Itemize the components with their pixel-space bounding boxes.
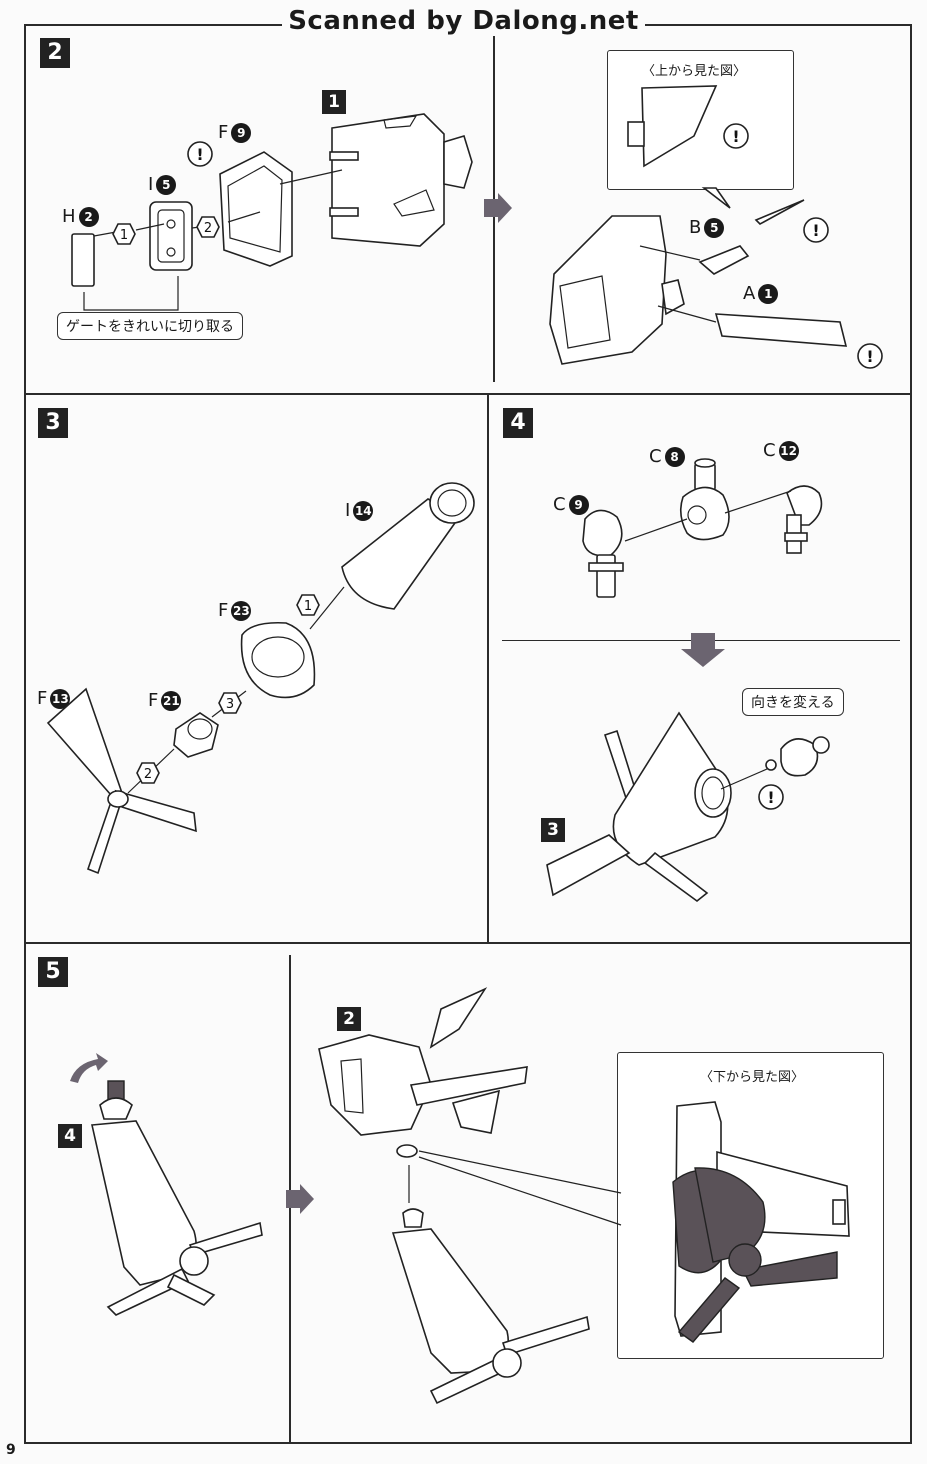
- part-F13: [46, 687, 197, 875]
- rotate-arrow-icon: [70, 1053, 108, 1083]
- part-H2: [71, 233, 95, 287]
- part-number: 1: [758, 284, 779, 304]
- part-number: 2: [78, 207, 99, 227]
- part-number: 13: [50, 689, 71, 709]
- ref-step-4: 4: [58, 1124, 82, 1148]
- step3-assembly: [546, 711, 732, 903]
- part-number: 14: [353, 501, 374, 521]
- part-F21: [173, 712, 219, 758]
- order-marker-1: 1: [296, 594, 320, 616]
- ref-step-1: 1: [322, 90, 346, 114]
- svg-text:!: !: [812, 221, 819, 240]
- warning-icon: !: [857, 343, 883, 369]
- divider-row2: [24, 942, 912, 944]
- step-number-2: 2: [40, 38, 70, 68]
- part-number: 12: [778, 441, 799, 461]
- step-number-5: 5: [38, 957, 68, 987]
- svg-text:2: 2: [144, 767, 152, 782]
- order-marker-2: 2: [136, 762, 160, 784]
- svg-text:!: !: [732, 127, 739, 146]
- bottom-view-label: 〈下から見た図〉: [700, 1070, 805, 1085]
- step3-diagram: [46, 482, 475, 875]
- change-direction-note: 向きを変える: [742, 688, 844, 716]
- page-number: 9: [6, 1442, 16, 1458]
- part-number: 9: [231, 123, 252, 143]
- warning-icon: !: [758, 784, 784, 810]
- step5-right-diagram: [318, 987, 622, 1405]
- part-number: 21: [161, 691, 182, 711]
- step-number-3: 3: [38, 408, 68, 438]
- svg-text:3: 3: [226, 697, 234, 712]
- order-marker-3: 3: [218, 692, 242, 714]
- svg-text:!: !: [196, 145, 203, 164]
- watermark: Scanned by Dalong.net: [0, 6, 927, 36]
- top-view-label: 〈上から見た図〉: [642, 64, 747, 79]
- arrow-down-icon: [681, 633, 725, 667]
- step2-right-diagram: ! ! !: [549, 85, 883, 369]
- warning-icon: !: [187, 141, 213, 167]
- svg-text:!: !: [767, 788, 774, 807]
- step-number-4: 4: [503, 408, 533, 438]
- svg-text:!: !: [866, 347, 873, 366]
- svg-text:2: 2: [204, 221, 212, 236]
- part-number: 5: [704, 218, 725, 238]
- arrow-right-icon: [484, 193, 512, 223]
- part-I5: [149, 201, 193, 271]
- part-B5-blade: [754, 199, 805, 225]
- step4-diagram: !: [546, 458, 830, 903]
- divider-row1: [24, 393, 912, 395]
- part-B5: [698, 245, 750, 275]
- part-number: 8: [664, 447, 685, 467]
- part-A1: [714, 313, 848, 347]
- svg-text:1: 1: [120, 228, 128, 243]
- warning-icon: !: [803, 217, 829, 243]
- divider-step3-4: [487, 393, 489, 943]
- part-number: 23: [231, 601, 252, 621]
- ref-step-2: 2: [337, 1007, 361, 1031]
- step5-left-diagram: [70, 1053, 263, 1316]
- order-marker-1: 1: [112, 223, 136, 245]
- bottom-view-diagram: [672, 1101, 850, 1343]
- arrow-right-icon: [286, 1184, 314, 1214]
- part-assembly-head: [549, 215, 667, 365]
- ref-step-3: 3: [541, 818, 565, 842]
- gate-cut-note: ゲートをきれいに切り取る: [57, 312, 243, 340]
- part-C8: [679, 486, 730, 541]
- part-F23: [240, 621, 316, 699]
- part-number: 9: [568, 495, 589, 515]
- svg-text:1: 1: [304, 599, 312, 614]
- step2-left-diagram: !: [71, 113, 473, 311]
- warning-icon: !: [723, 123, 749, 149]
- part-C9: [582, 509, 623, 557]
- part-number: 5: [156, 175, 177, 195]
- order-marker-2: 2: [196, 216, 220, 238]
- part-body-1: [331, 113, 445, 247]
